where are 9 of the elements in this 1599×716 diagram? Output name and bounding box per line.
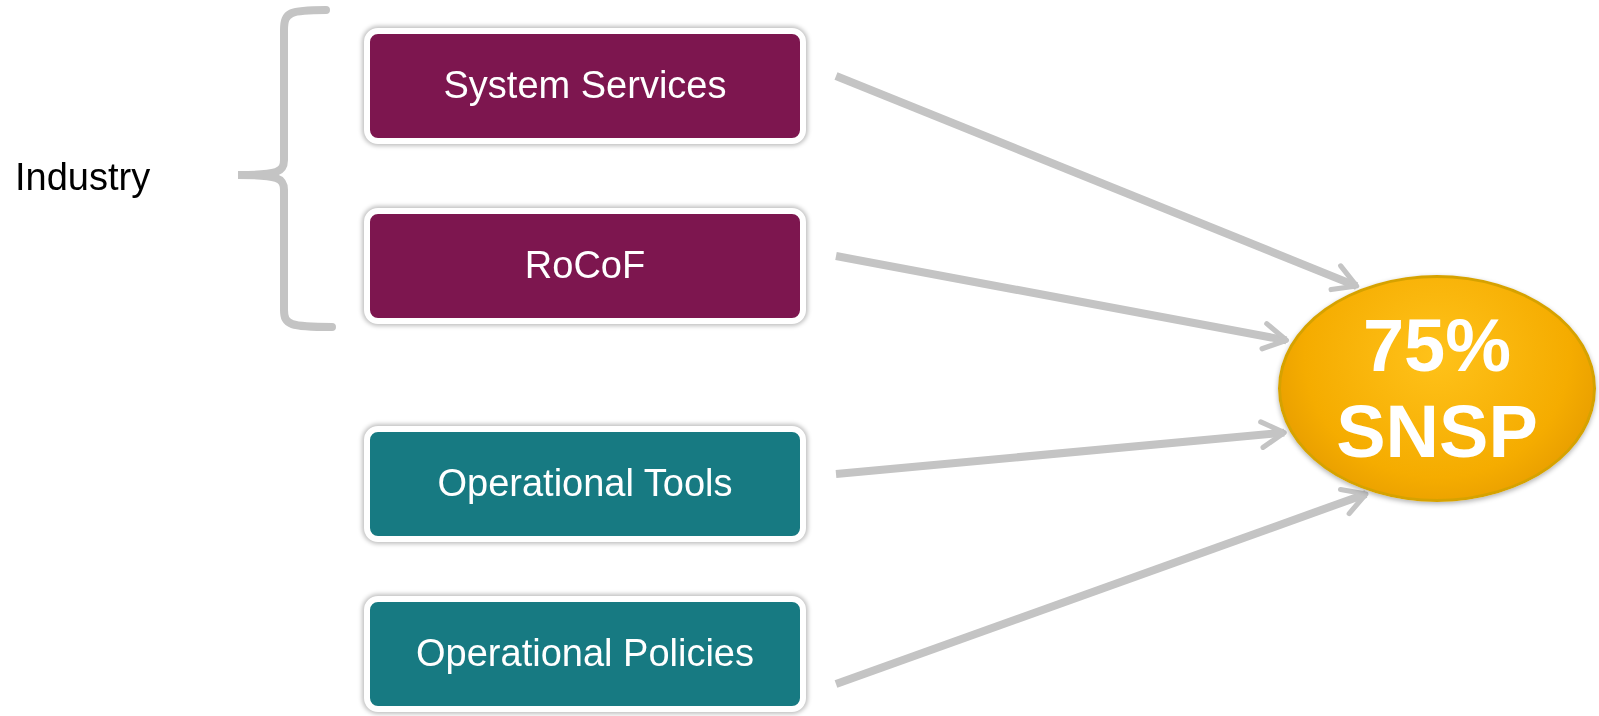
arrow bbox=[835, 419, 1287, 478]
group-label: Industry bbox=[15, 156, 151, 199]
node-text: Operational Policies bbox=[416, 631, 754, 677]
arrow bbox=[834, 72, 1360, 293]
arrow bbox=[835, 252, 1289, 352]
node-text: RoCoF bbox=[524, 243, 646, 289]
node-text: Operational Tools bbox=[437, 461, 733, 507]
node-text: 75% SNSP bbox=[1335, 303, 1539, 474]
node-text: System Services bbox=[443, 63, 727, 109]
